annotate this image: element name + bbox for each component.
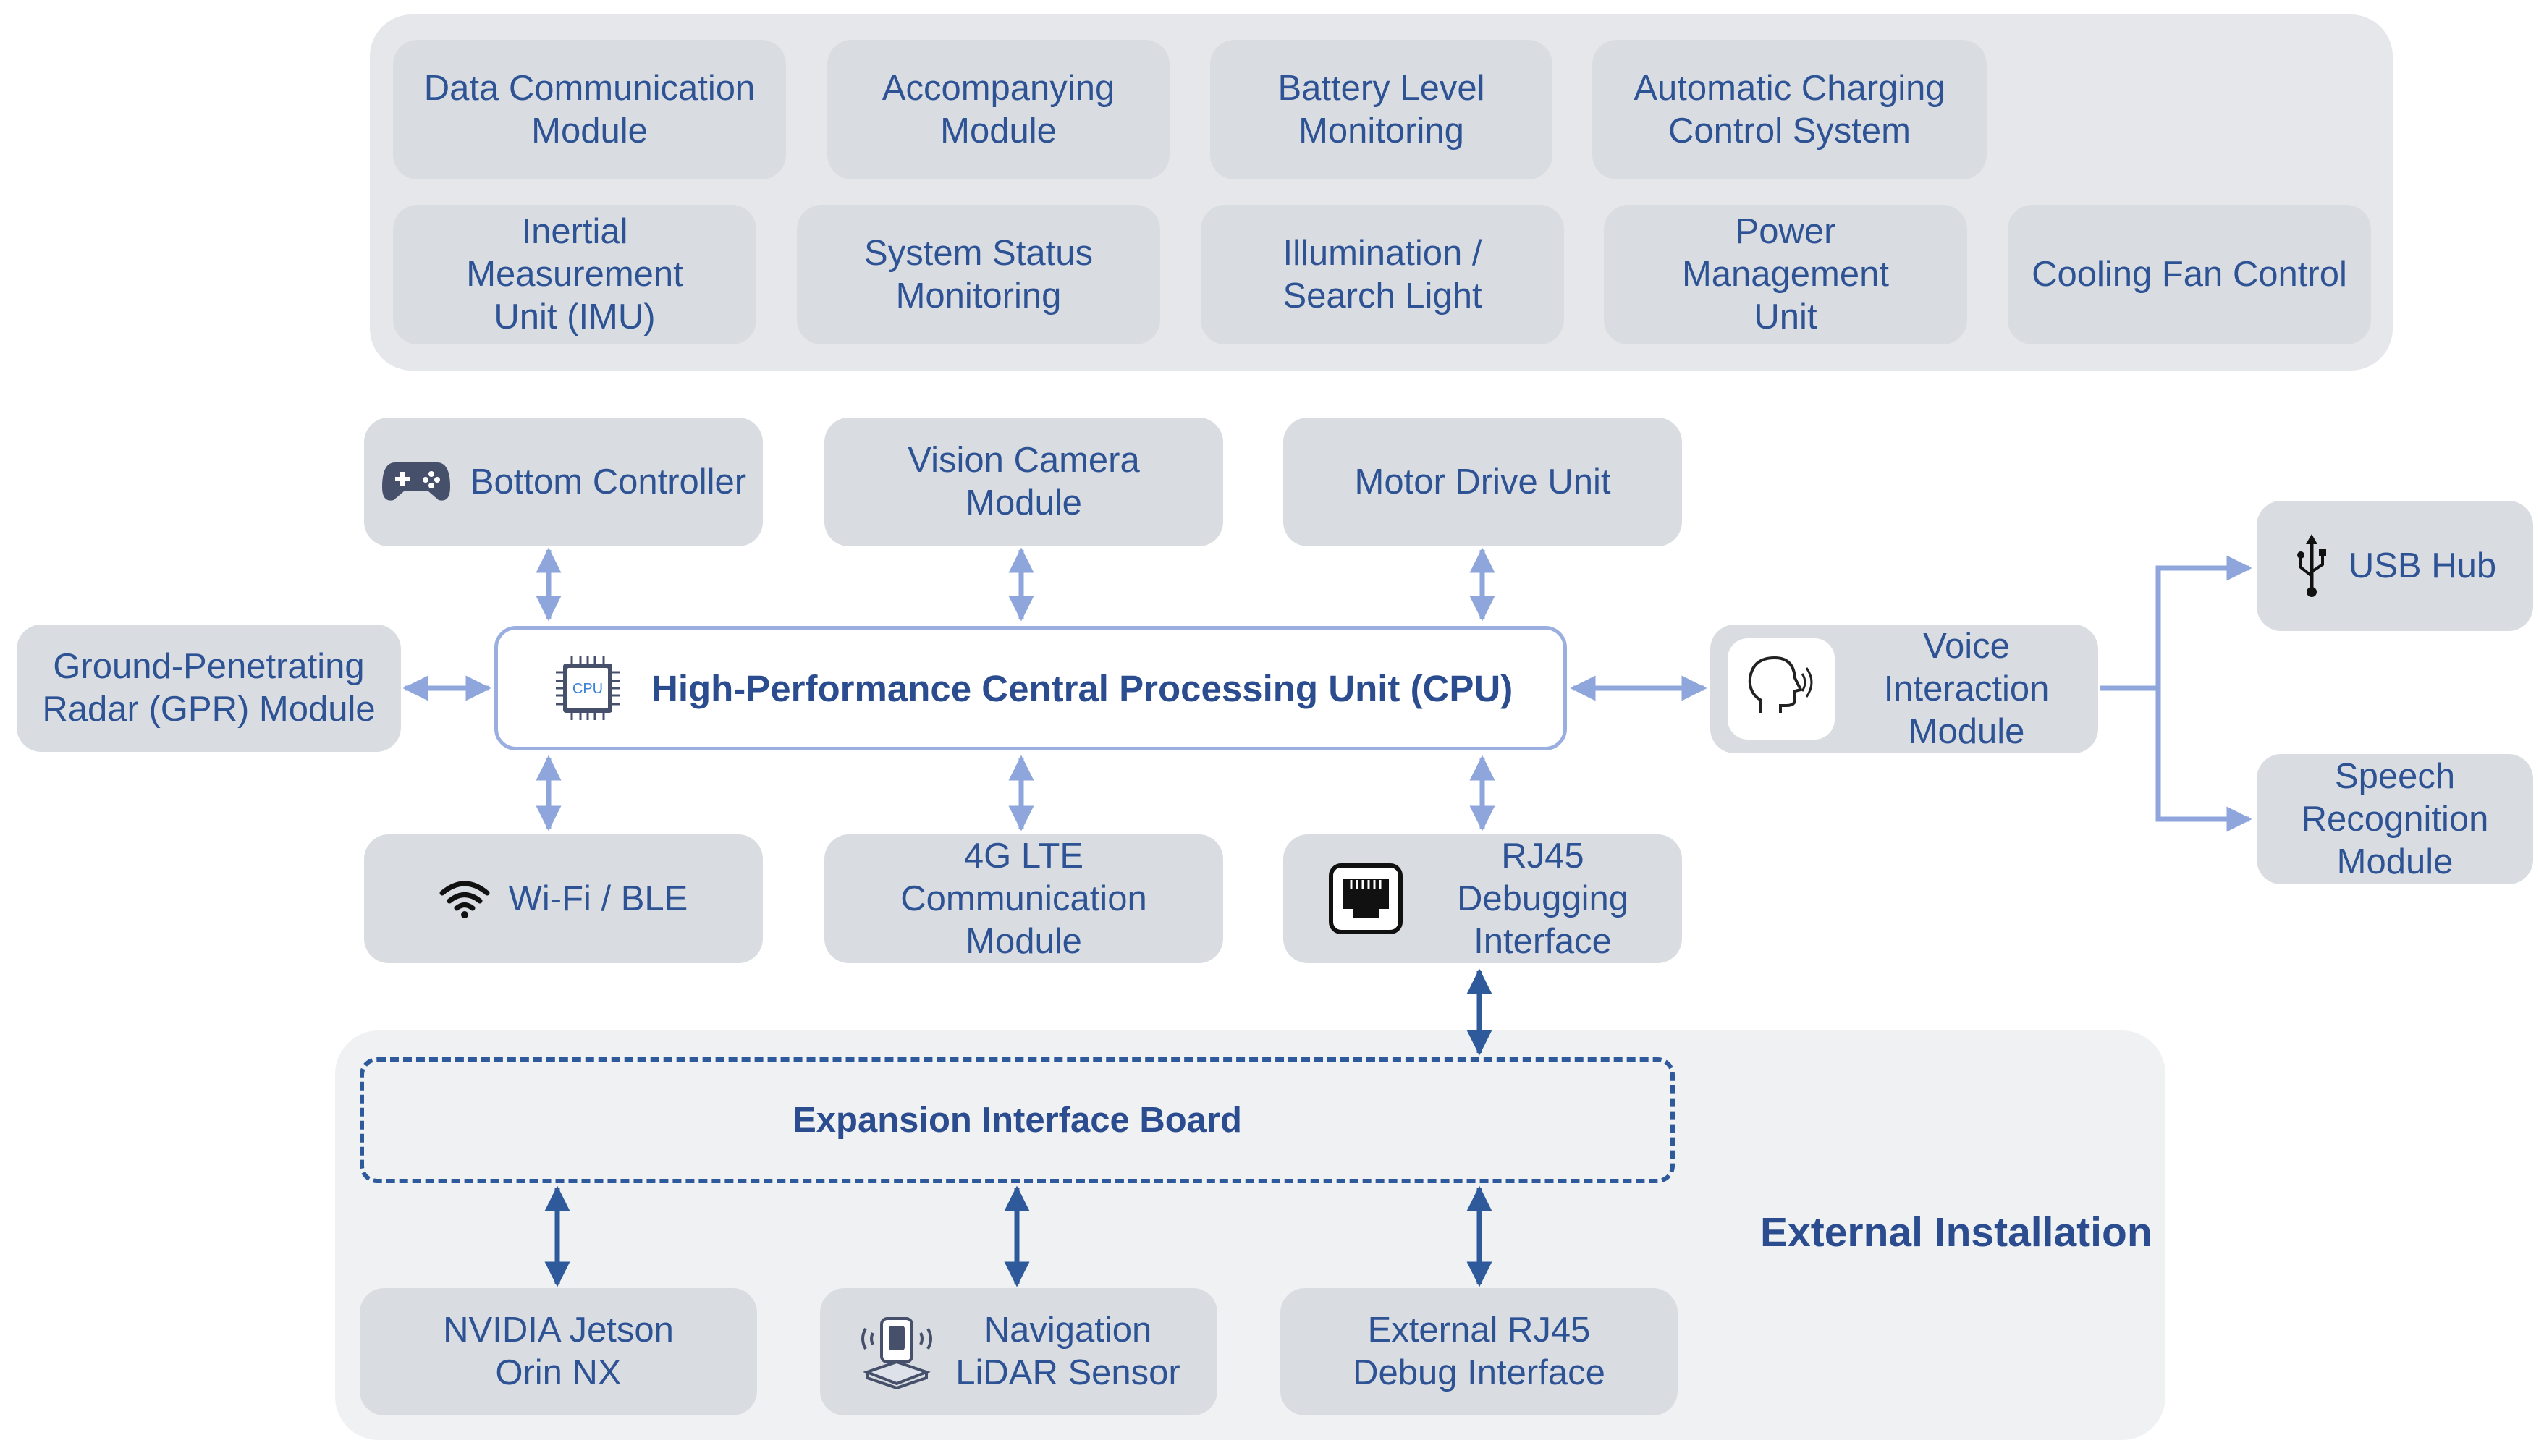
cpu-chip-icon: CPU <box>556 656 620 720</box>
voice-interaction-label: Voice Interaction Module <box>1883 626 2050 751</box>
battery-level-monitoring: Battery Level Monitoring <box>1210 40 1552 179</box>
module-label: Automatic Charging Control System <box>1634 68 1945 151</box>
wifi-icon <box>439 881 490 918</box>
jetson-label: NVIDIA Jetson Orin NX <box>443 1311 674 1392</box>
module-label: Data Communication Module <box>423 68 756 151</box>
gpr-label: Ground-Penetrating Radar (GPR) Module <box>42 647 376 729</box>
automatic-charging-control-system: Automatic Charging Control System <box>1592 40 1987 179</box>
gpr-module: Ground-Penetrating Radar (GPR) Module <box>17 625 401 752</box>
module-label: Inertial Measurement Unit (IMU) <box>466 212 683 337</box>
speaking-head-icon <box>1748 656 1813 713</box>
wifi-ble-label: Wi-Fi / BLE <box>508 879 688 918</box>
speech-recognition-label: Speech Recognition Module <box>2301 756 2489 881</box>
usb-hub-label: USB Hub <box>2348 546 2497 585</box>
cooling-fan-control: Cooling Fan Control <box>2008 205 2371 344</box>
lidar-label: Navigation LiDAR Sensor <box>955 1311 1180 1392</box>
module-label: Battery Level Monitoring <box>1277 68 1485 151</box>
nvidia-jetson-orin-nx: NVIDIA Jetson Orin NX <box>360 1288 757 1415</box>
vision-camera-module: Vision Camera Module <box>824 418 1223 546</box>
wifi-ble-module: Wi-Fi / BLE <box>364 834 763 963</box>
usb-hub: USB Hub <box>2257 501 2533 631</box>
voice-interaction-module: Voice Interaction Module <box>1710 625 2098 753</box>
module-label: Accompanying Module <box>882 68 1115 151</box>
voice-icon-tile <box>1728 638 1835 740</box>
accompanying-module: Accompanying Module <box>827 40 1170 179</box>
power-management-unit: Power Management Unit <box>1604 205 1967 344</box>
rj45-label: RJ45 Debugging Interface <box>1456 836 1629 961</box>
bottom-controller: Bottom Controller <box>364 418 763 546</box>
module-label: Power Management Unit <box>1681 212 1889 337</box>
inertial-measurement-unit: Inertial Measurement Unit (IMU) <box>393 205 756 344</box>
module-label: Cooling Fan Control <box>2032 255 2347 294</box>
lidar-icon <box>861 1317 933 1389</box>
usb-icon <box>2296 534 2326 597</box>
ext-rj45-label: External RJ45 Debug Interface <box>1353 1311 1605 1392</box>
arrow-voice-usb-hub <box>2100 555 2252 691</box>
external-rj45-debug-interface: External RJ45 Debug Interface <box>1280 1288 1678 1415</box>
illumination-search-light: Illumination / Search Light <box>1201 205 1564 344</box>
lte-label: 4G LTE Communication Module <box>900 836 1147 961</box>
navigation-lidar-sensor: Navigation LiDAR Sensor <box>820 1288 1217 1415</box>
cpu-icon-text: CPU <box>572 681 603 697</box>
system-status-monitoring: System Status Monitoring <box>797 205 1160 344</box>
expansion-interface-board: Expansion Interface Board <box>360 1057 1675 1183</box>
ethernet-port-icon <box>1329 863 1403 934</box>
module-label: System Status Monitoring <box>864 233 1093 316</box>
bottom-controller-label: Bottom Controller <box>470 462 747 501</box>
cpu-box: CPU High-Performance Central Processing … <box>494 626 1567 750</box>
rj45-debugging-interface: RJ45 Debugging Interface <box>1283 834 1682 963</box>
speech-recognition-module: Speech Recognition Module <box>2257 754 2533 884</box>
cpu-label: High-Performance Central Processing Unit… <box>651 667 1513 709</box>
motor-drive-unit: Motor Drive Unit <box>1283 418 1682 546</box>
gamepad-icon <box>381 462 450 501</box>
data-communication-module: Data Communication Module <box>393 40 786 179</box>
expansion-board-label: Expansion Interface Board <box>793 1101 1242 1140</box>
motor-drive-label: Motor Drive Unit <box>1354 462 1611 501</box>
module-label: Illumination / Search Light <box>1282 233 1482 316</box>
arrow-voice-speech <box>2155 688 2252 832</box>
vision-camera-label: Vision Camera Module <box>908 441 1140 522</box>
external-installation-title: External Installation <box>1760 1209 2152 1256</box>
lte-communication-module: 4G LTE Communication Module <box>824 834 1223 963</box>
